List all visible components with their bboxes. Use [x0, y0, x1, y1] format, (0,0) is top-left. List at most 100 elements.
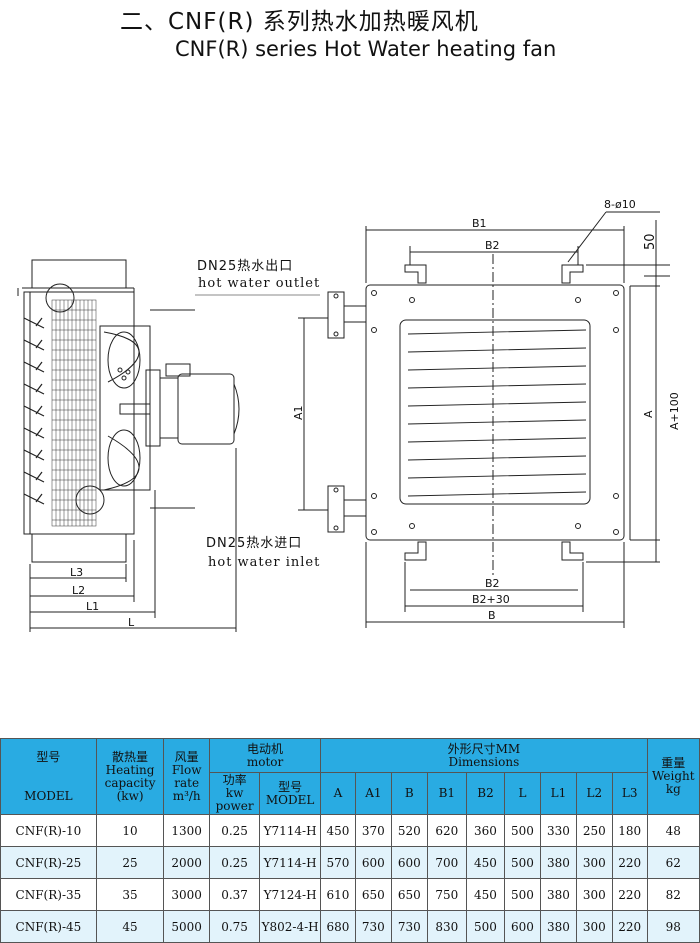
- header-dim-l2: L2: [575, 772, 613, 815]
- cell-a: 450: [320, 814, 356, 847]
- spec-table: 型号 MODEL 散热量 Heating capacity (kw) 风量 Fl…: [0, 738, 700, 943]
- cell-motor-model: Y802-4-H: [259, 910, 322, 943]
- dim-a100-label: A+100: [668, 392, 681, 430]
- cell-motor-model: Y7114-H: [259, 846, 322, 879]
- cell-flow: 5000: [163, 910, 211, 943]
- dim-l3-label: L3: [70, 566, 83, 579]
- cell-b: 650: [390, 878, 428, 911]
- cell-b2: 360: [465, 814, 506, 847]
- header-weight: 重量 Weight kg: [646, 738, 700, 815]
- cell-power: 0.25: [209, 814, 261, 847]
- cell-weight: 98: [646, 910, 700, 943]
- cell-b1: 830: [426, 910, 467, 943]
- inlet-label-en: hot water inlet: [208, 555, 320, 570]
- cell-capacity: 45: [95, 910, 165, 943]
- cell-l3: 220: [611, 878, 648, 911]
- cell-l1: 380: [539, 846, 577, 879]
- header-dim-l: L: [504, 772, 541, 815]
- cell-b: 600: [390, 846, 428, 879]
- cell-power: 0.37: [209, 878, 261, 911]
- cell-capacity: 25: [95, 846, 165, 879]
- dim-b2-top-label: B2: [485, 239, 500, 252]
- cell-a: 570: [320, 846, 356, 879]
- cell-b1: 700: [426, 846, 467, 879]
- header-dim-b: B: [390, 772, 428, 815]
- table-row: CNF(R)-45 45 5000 0.75 Y802-4-H 680 730 …: [0, 910, 700, 943]
- dim-b-label: B: [488, 609, 496, 622]
- cell-l3: 180: [611, 814, 648, 847]
- cell-l: 500: [504, 814, 541, 847]
- page-title-cn: 二、CNF(R) 系列热水加热暖风机: [120, 9, 479, 35]
- cell-b: 730: [390, 910, 428, 943]
- dim-b2-bottom-label: B2: [485, 577, 500, 590]
- table-row: CNF(R)-10 10 1300 0.25 Y7114-H 450 370 5…: [0, 814, 700, 847]
- cell-weight: 62: [646, 846, 700, 879]
- cell-a1: 650: [354, 878, 392, 911]
- page-title-en: CNF(R) series Hot Water heating fan: [175, 37, 557, 61]
- dim-holes-label: 8-ø10: [604, 198, 636, 211]
- cell-capacity: 35: [95, 878, 165, 911]
- cell-model: CNF(R)-45: [0, 910, 97, 943]
- header-capacity: 散热量 Heating capacity (kw): [95, 738, 165, 815]
- cell-power: 0.25: [209, 846, 261, 879]
- dim-offset-label: 50: [643, 233, 658, 250]
- cell-a: 610: [320, 878, 356, 911]
- header-flow: 风量 Flow rate m³/h: [163, 738, 211, 815]
- dim-b2-30-label: B2+30: [472, 593, 510, 606]
- header-dim-l1: L1: [539, 772, 577, 815]
- cell-a: 680: [320, 910, 356, 943]
- cell-l2: 300: [575, 910, 613, 943]
- cell-motor-model: Y7114-H: [259, 814, 322, 847]
- cell-a1: 370: [354, 814, 392, 847]
- cell-l: 600: [504, 910, 541, 943]
- front-view: [298, 211, 670, 628]
- cell-a1: 600: [354, 846, 392, 879]
- cell-l1: 330: [539, 814, 577, 847]
- cell-b2: 500: [465, 910, 506, 943]
- table-row: CNF(R)-25 25 2000 0.25 Y7114-H 570 600 6…: [0, 846, 700, 879]
- header-model: 型号 MODEL: [0, 738, 97, 815]
- cell-l2: 300: [575, 878, 613, 911]
- cell-l: 500: [504, 846, 541, 879]
- cell-weight: 48: [646, 814, 700, 847]
- cell-b2: 450: [465, 878, 506, 911]
- cell-l2: 300: [575, 846, 613, 879]
- header-motor-model: 型号 MODEL: [259, 772, 322, 815]
- cell-l3: 220: [611, 910, 648, 943]
- cell-b1: 750: [426, 878, 467, 911]
- drawing-labels: DN25热水出口 hot water outlet DN25热水进口 hot w…: [70, 198, 681, 629]
- cell-flow: 2000: [163, 846, 211, 879]
- cell-capacity: 10: [95, 814, 165, 847]
- dim-l1-label: L1: [86, 600, 99, 613]
- header-dim-b2: B2: [465, 772, 506, 815]
- header-dim-a: A: [320, 772, 356, 815]
- cell-l2: 250: [575, 814, 613, 847]
- cell-l1: 380: [539, 910, 577, 943]
- header-dim-a1: A1: [354, 772, 392, 815]
- dim-b1-label: B1: [472, 217, 487, 230]
- dim-l2-label: L2: [72, 584, 85, 597]
- cell-model: CNF(R)-10: [0, 814, 97, 847]
- cell-model: CNF(R)-25: [0, 846, 97, 879]
- header-power: 功率 kw power: [209, 772, 261, 815]
- dim-a1-label: A1: [292, 405, 305, 420]
- technical-drawing: DN25热水出口 hot water outlet DN25热水进口 hot w…: [17, 198, 681, 632]
- cell-l3: 220: [611, 846, 648, 879]
- cell-b1: 620: [426, 814, 467, 847]
- cell-model: CNF(R)-35: [0, 878, 97, 911]
- cell-weight: 82: [646, 878, 700, 911]
- outlet-label-cn: DN25热水出口: [197, 259, 293, 274]
- side-view: [17, 259, 320, 632]
- outlet-label-en: hot water outlet: [198, 276, 320, 291]
- cell-b: 520: [390, 814, 428, 847]
- inlet-label-cn: DN25热水进口: [206, 536, 302, 551]
- cell-b2: 450: [465, 846, 506, 879]
- cell-flow: 3000: [163, 878, 211, 911]
- cell-l: 500: [504, 878, 541, 911]
- table-row: CNF(R)-35 35 3000 0.37 Y7124-H 610 650 6…: [0, 878, 700, 911]
- header-motor: 电动机 motor: [209, 738, 322, 773]
- cell-motor-model: Y7124-H: [259, 878, 322, 911]
- dim-l-label: L: [128, 616, 135, 629]
- cell-l1: 380: [539, 878, 577, 911]
- cell-power: 0.75: [209, 910, 261, 943]
